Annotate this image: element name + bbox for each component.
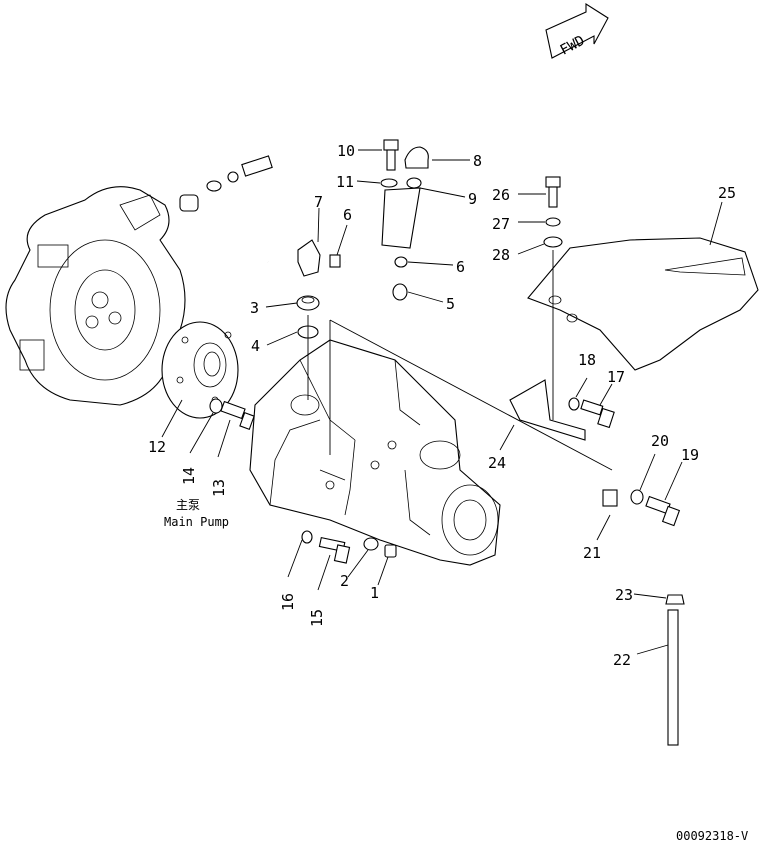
bolt-15 — [318, 536, 351, 564]
bracket-9 — [381, 187, 421, 249]
callout-20: 20 — [651, 432, 669, 450]
callout-27: 27 — [492, 215, 510, 233]
callout-28: 28 — [492, 246, 510, 264]
bolt-13 — [220, 400, 255, 430]
washer-27 — [545, 217, 561, 227]
main-pump-body — [249, 339, 501, 566]
elbow-7 — [297, 239, 321, 277]
washer-28 — [543, 236, 563, 248]
callout-11: 11 — [336, 173, 354, 191]
callout-12: 12 — [148, 438, 166, 456]
callout-9: 9 — [468, 190, 477, 208]
washer-18 — [568, 397, 580, 411]
clamp-23 — [665, 594, 685, 605]
o-ring-2 — [363, 537, 379, 551]
clip-6-lower — [394, 256, 408, 268]
callout-14: 14 — [180, 467, 198, 485]
bolt-17 — [580, 399, 615, 429]
flange-plate — [161, 321, 239, 419]
callout-16: 16 — [279, 593, 297, 611]
callout-19: 19 — [681, 446, 699, 464]
bracket-24 — [509, 379, 586, 441]
callout-15: 15 — [308, 609, 326, 627]
washer-20 — [630, 489, 644, 505]
callout-13: 13 — [210, 479, 228, 497]
callout-26: 26 — [492, 186, 510, 204]
callout-4: 4 — [251, 337, 260, 355]
bolt-19 — [645, 495, 681, 527]
callout-10: 10 — [337, 142, 355, 160]
hose-22 — [667, 609, 679, 746]
drawing-code: 00092318-V — [676, 829, 748, 843]
forward-arrow-label: FWD — [558, 33, 588, 59]
clip-6-upper — [329, 254, 341, 268]
callout-6: 6 — [343, 206, 352, 224]
bolt-10 — [383, 139, 399, 171]
callout-18: 18 — [578, 351, 596, 369]
pump-caption-en: Main Pump — [164, 515, 229, 529]
callout-21: 21 — [583, 544, 601, 562]
washer-11 — [380, 178, 398, 188]
pump-caption-cn: 主泵 — [176, 498, 200, 512]
callout-17: 17 — [607, 368, 625, 386]
callout-8: 8 — [473, 152, 482, 170]
damper-8 — [404, 146, 429, 189]
plug-1 — [384, 544, 397, 558]
callout-2: 2 — [340, 572, 349, 590]
adapter-3 — [296, 295, 320, 311]
callout-3: 3 — [250, 299, 259, 317]
callout-25: 25 — [718, 184, 736, 202]
bolt-26 — [545, 176, 561, 208]
pipe-21 — [602, 430, 672, 585]
hose-5 — [344, 259, 408, 301]
callout-6-lower: 6 — [456, 258, 465, 276]
callout-23: 23 — [615, 586, 633, 604]
drain-hose — [179, 155, 273, 263]
cover-25 — [527, 237, 759, 371]
callout-7: 7 — [314, 193, 323, 211]
washer-14 — [209, 398, 223, 414]
forward-arrow-icon: FWD — [545, 2, 609, 59]
callout-24: 24 — [488, 454, 506, 472]
callout-22: 22 — [613, 651, 631, 669]
washer-16 — [301, 530, 313, 544]
engine-housing — [5, 186, 186, 406]
callout-1: 1 — [370, 584, 379, 602]
callout-5: 5 — [446, 295, 455, 313]
